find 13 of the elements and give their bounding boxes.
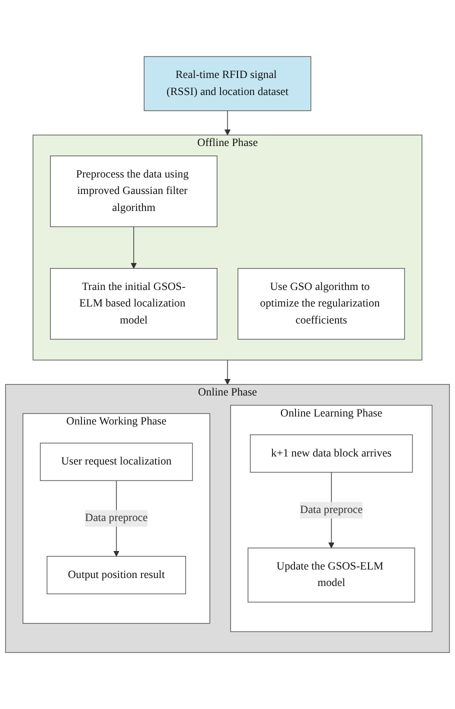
node-box: Preprocess the data using improved Gaussian filter algorithm xyxy=(50,155,218,228)
node-box: Update the GSOS-ELM model xyxy=(248,548,416,602)
arrow xyxy=(224,110,231,136)
arrow xyxy=(224,360,231,385)
node-box: Real-time RFID signal (RSSI) and location dataset xyxy=(144,56,312,112)
node-box: k+1 new data block arrives xyxy=(250,434,413,473)
node-box: Output position result xyxy=(46,556,186,594)
node-box: User request localization xyxy=(40,442,193,481)
node-box: Use GSO algorithm to optimize the regularization coefficients xyxy=(238,268,405,340)
node-box: Train the initial GSOS-ELM based localization model xyxy=(50,268,218,340)
edge-label: Data preproce xyxy=(300,504,363,516)
arrow xyxy=(130,226,137,269)
edge-label: Data preproce xyxy=(85,512,148,524)
